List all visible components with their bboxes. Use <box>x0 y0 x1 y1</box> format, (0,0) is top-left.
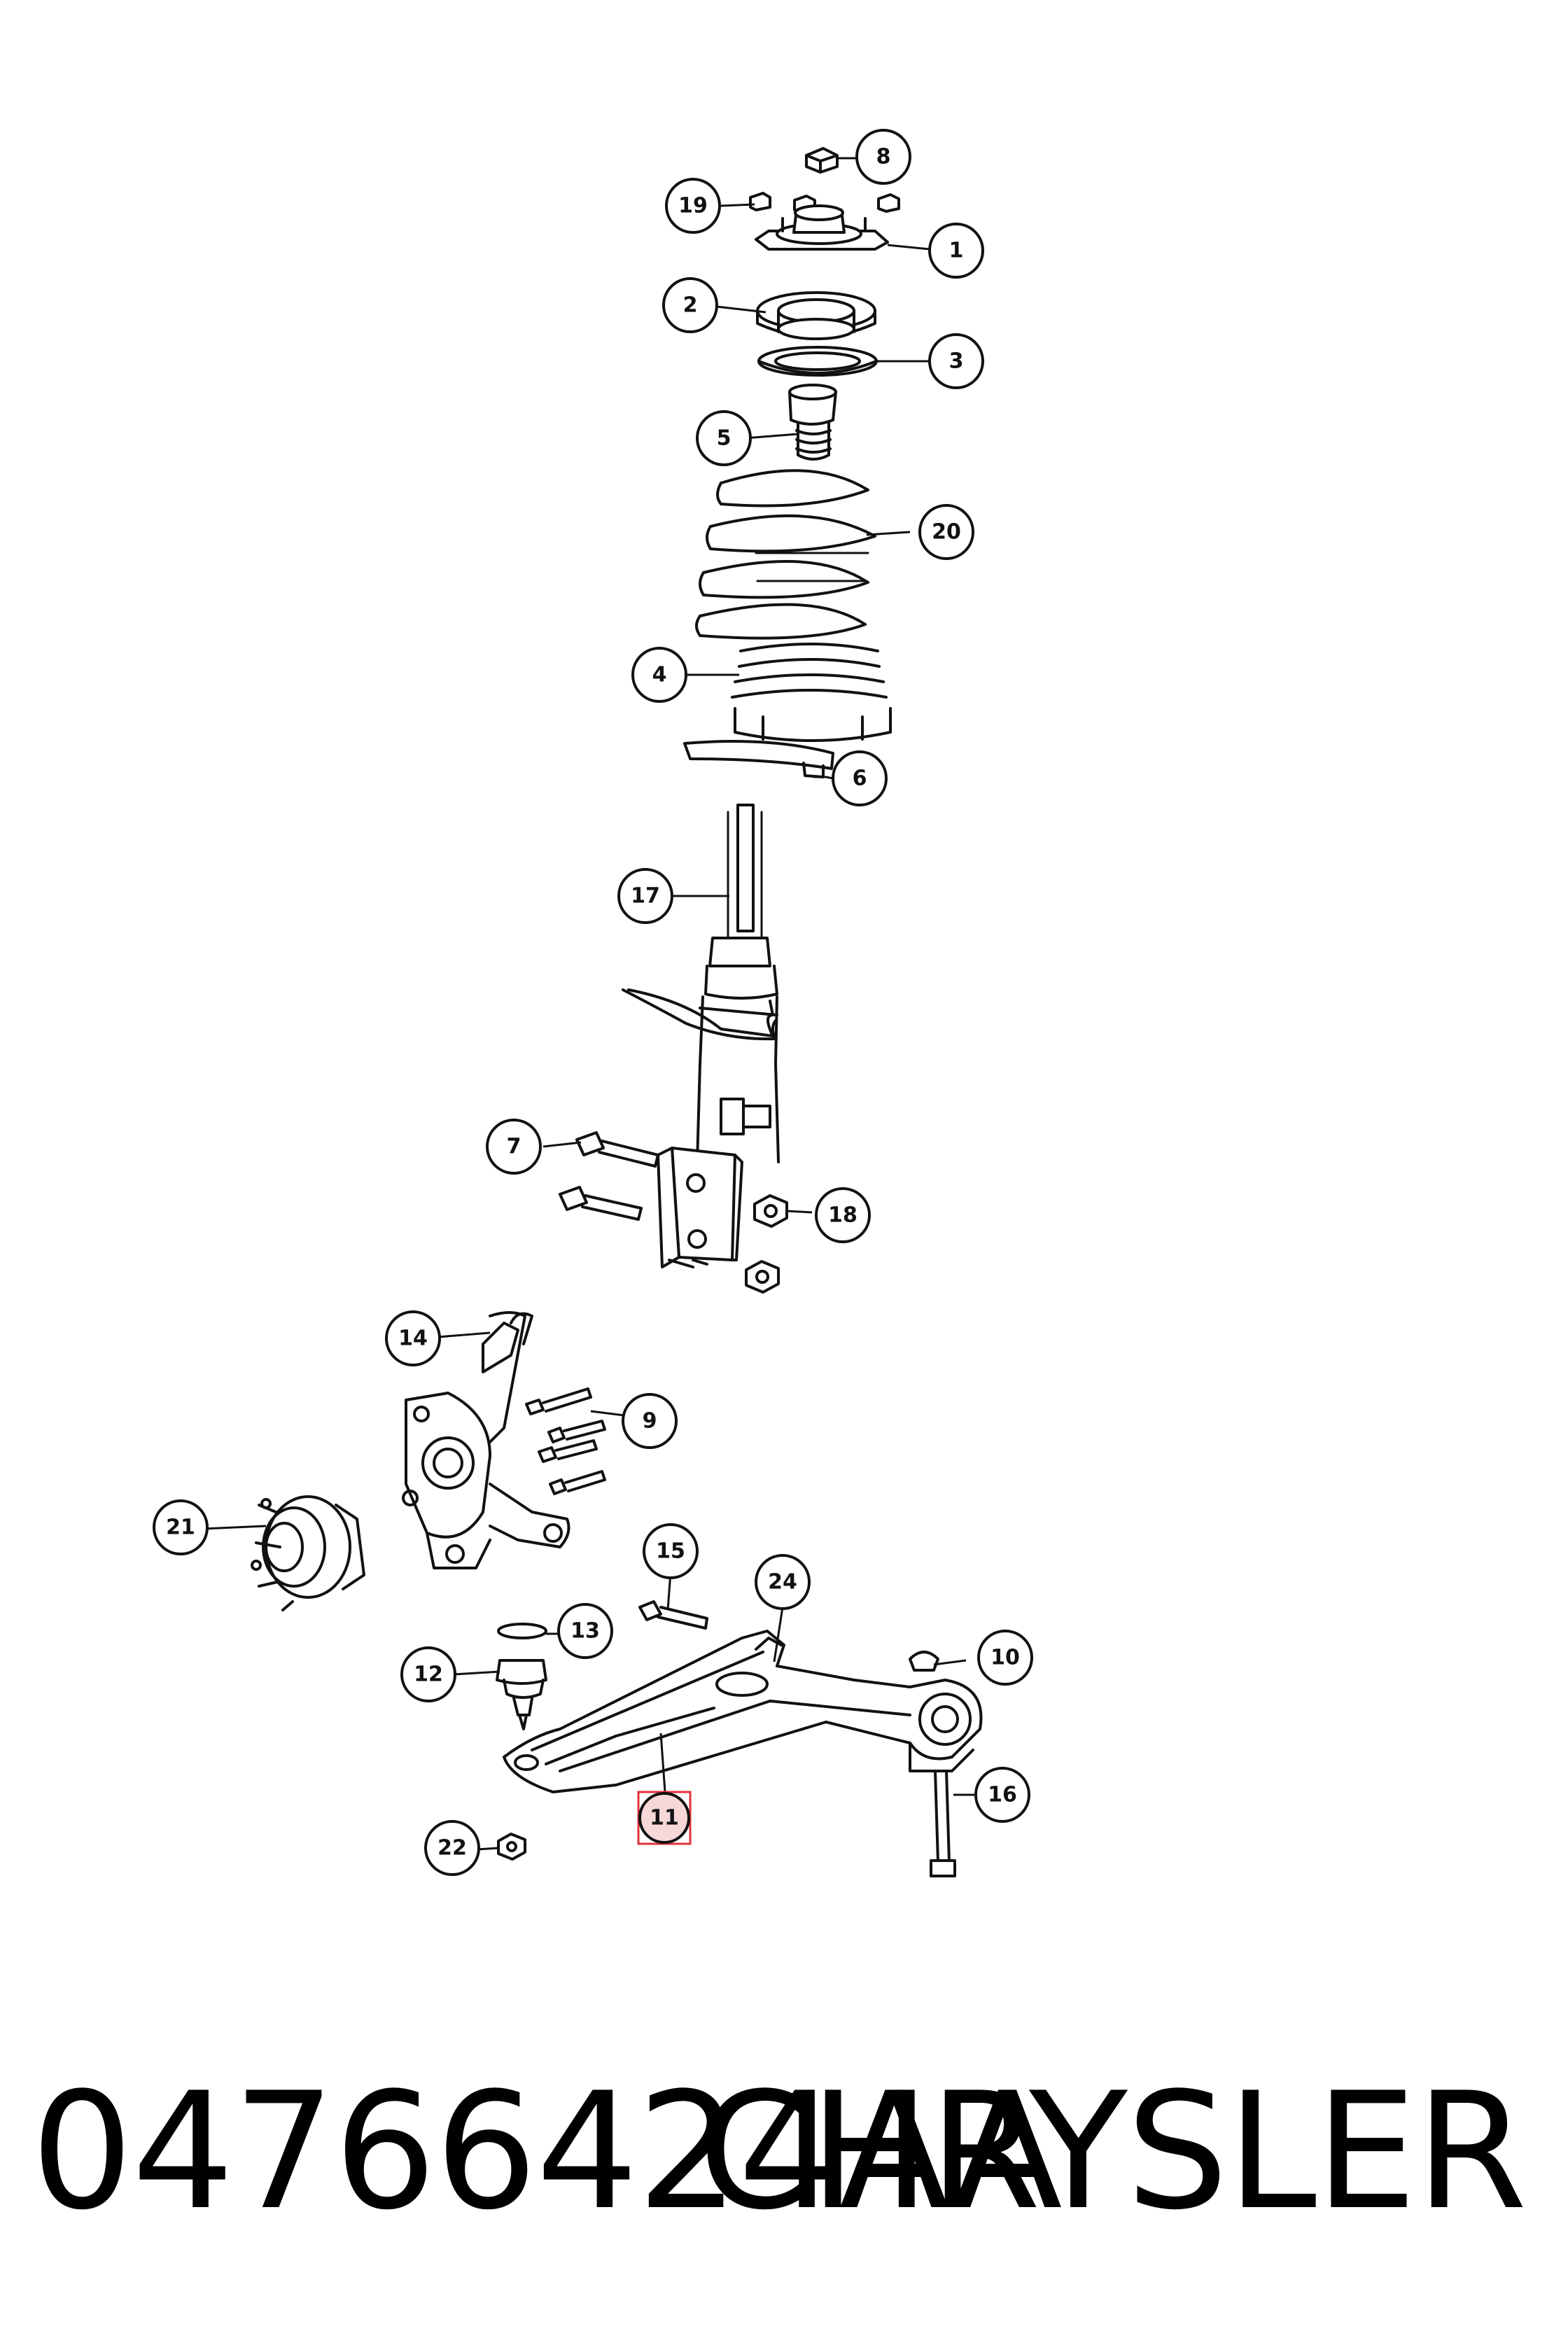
leader-6 <box>813 776 834 780</box>
svg-text:6: 6 <box>853 766 867 791</box>
callout-4[interactable]: 4 <box>631 647 687 703</box>
leader-18 <box>786 1210 813 1214</box>
callout-6[interactable]: 6 <box>832 750 888 806</box>
callout-1[interactable]: 1 <box>928 223 984 279</box>
svg-text:24: 24 <box>768 1570 797 1595</box>
svg-text:11: 11 <box>650 1806 679 1830</box>
part-bearing-plate <box>756 291 876 340</box>
callout-5[interactable]: 5 <box>696 410 752 466</box>
part-strut-bolt-lower <box>559 1186 643 1221</box>
svg-text:7: 7 <box>507 1135 522 1159</box>
callout-18[interactable]: 18 <box>815 1187 871 1243</box>
svg-text:20: 20 <box>932 520 961 545</box>
svg-text:15: 15 <box>656 1539 685 1564</box>
svg-text:4: 4 <box>652 663 667 687</box>
part-ball-joint <box>496 1659 547 1730</box>
callout-9[interactable]: 9 <box>622 1393 678 1449</box>
svg-text:2: 2 <box>683 293 698 318</box>
part-arm-bolt-15 <box>638 1600 708 1630</box>
callout-19[interactable]: 19 <box>665 178 721 234</box>
callout-13[interactable]: 13 <box>557 1603 613 1659</box>
part-spring-isolator-lower <box>683 740 834 778</box>
svg-text:21: 21 <box>166 1516 195 1540</box>
svg-text:8: 8 <box>876 145 891 169</box>
leader-10 <box>933 1659 967 1666</box>
svg-text:12: 12 <box>414 1662 443 1687</box>
callout-3[interactable]: 3 <box>928 333 984 389</box>
leader-22 <box>477 1847 499 1851</box>
svg-text:14: 14 <box>398 1326 428 1351</box>
part-top-nut <box>805 147 839 174</box>
part-ball-joint-ring <box>497 1623 547 1639</box>
leader-11 <box>659 1732 666 1793</box>
callout-2[interactable]: 2 <box>662 277 718 333</box>
part-jounce-bumper <box>788 384 837 461</box>
part-arm-bolt-16 <box>930 1770 956 1877</box>
leader-20 <box>866 531 911 536</box>
part-strut-nut-upper <box>753 1194 788 1228</box>
leader-2 <box>716 305 766 314</box>
callout-16[interactable]: 16 <box>974 1767 1030 1823</box>
part-spring-seat-upper <box>757 346 878 377</box>
svg-text:13: 13 <box>570 1619 600 1644</box>
callout-10[interactable]: 10 <box>977 1630 1033 1686</box>
part-arm-clip-10 <box>909 1651 939 1672</box>
callout-17[interactable]: 17 <box>617 868 673 924</box>
part-strut-bolt-upper <box>575 1131 659 1168</box>
svg-text:1: 1 <box>949 239 964 263</box>
svg-text:16: 16 <box>988 1783 1017 1807</box>
leader-14 <box>438 1331 491 1338</box>
svg-text:3: 3 <box>949 349 964 374</box>
leader-12 <box>453 1670 500 1676</box>
leader-19 <box>720 203 755 207</box>
part-knuckle-bolts <box>525 1387 606 1495</box>
part-ball-joint-nut <box>497 1833 526 1861</box>
svg-text:5: 5 <box>717 426 732 451</box>
part-coil-spring <box>695 469 876 640</box>
svg-text:9: 9 <box>643 1409 657 1434</box>
svg-text:18: 18 <box>828 1203 858 1228</box>
leader-1 <box>887 244 930 251</box>
part-strut-nut-lower <box>745 1260 780 1294</box>
callout-21[interactable]: 21 <box>153 1499 209 1555</box>
part-number-text: 04766424AA <box>31 2059 1063 2246</box>
svg-text:10: 10 <box>990 1646 1020 1670</box>
leader-7 <box>542 1141 582 1148</box>
part-strut-assembly <box>622 804 780 1268</box>
leader-9 <box>590 1410 625 1417</box>
svg-text:22: 22 <box>438 1836 467 1861</box>
leader-24 <box>773 1606 784 1662</box>
part-steering-knuckle <box>402 1311 570 1569</box>
callout-7[interactable]: 7 <box>486 1119 542 1175</box>
leader-5 <box>744 433 799 440</box>
callout-11[interactable]: 11 <box>637 1791 692 1845</box>
callout-12[interactable]: 12 <box>400 1646 456 1702</box>
part-hub-bearing <box>251 1495 365 1611</box>
callout-15[interactable]: 15 <box>643 1523 699 1579</box>
part-lower-control-arm <box>503 1630 983 1793</box>
svg-text:19: 19 <box>678 194 708 218</box>
leader-21 <box>202 1525 267 1530</box>
brand-text: CHRYSLER <box>698 2059 1527 2246</box>
part-upper-strut-mount <box>755 204 889 251</box>
callout-8[interactable]: 8 <box>855 129 911 185</box>
svg-text:17: 17 <box>631 884 660 909</box>
callout-20[interactable]: 20 <box>918 504 974 560</box>
callout-14[interactable]: 14 <box>385 1310 441 1366</box>
callout-24[interactable]: 24 <box>755 1554 811 1610</box>
callout-22[interactable]: 22 <box>424 1820 480 1876</box>
part-dust-boot <box>731 552 892 742</box>
